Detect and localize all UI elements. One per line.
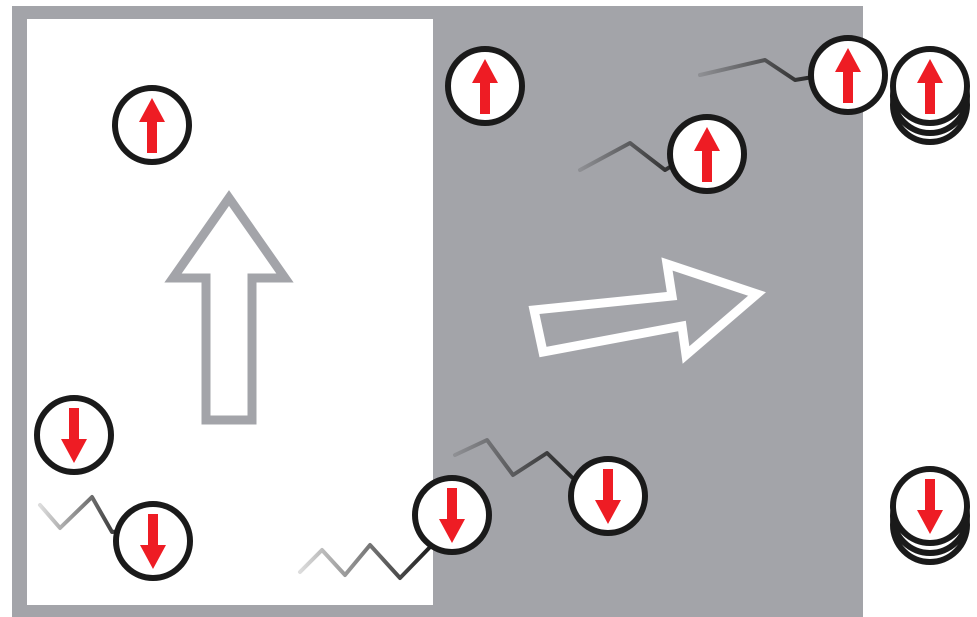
spin-up-icon [917, 59, 943, 114]
electron-spin-down [412, 475, 492, 555]
electron-spin-down [113, 501, 193, 581]
spin-down-icon [439, 488, 465, 543]
electron-spin-down [568, 456, 648, 536]
electron-spin-up-stacked [890, 46, 970, 145]
trajectory-line [453, 438, 587, 492]
spin-up-icon [472, 59, 498, 114]
up-arrow-icon [164, 190, 294, 425]
electron-spin-down-stacked [890, 466, 970, 565]
spin-down-icon [595, 469, 621, 524]
right-arrow-icon [528, 257, 766, 364]
electron-spin-up [808, 35, 888, 115]
spin-down-icon [61, 408, 87, 463]
electron-spin-up [667, 114, 747, 194]
electron-spin-up [445, 46, 525, 126]
trajectory-line [298, 543, 434, 580]
spin-up-icon [139, 98, 165, 153]
electron-spin-up [112, 85, 192, 165]
electron-spin-down [34, 395, 114, 475]
spin-down-icon [917, 479, 943, 534]
spin-down-icon [140, 514, 166, 569]
spin-up-icon [694, 127, 720, 182]
spin-up-icon [835, 48, 861, 103]
